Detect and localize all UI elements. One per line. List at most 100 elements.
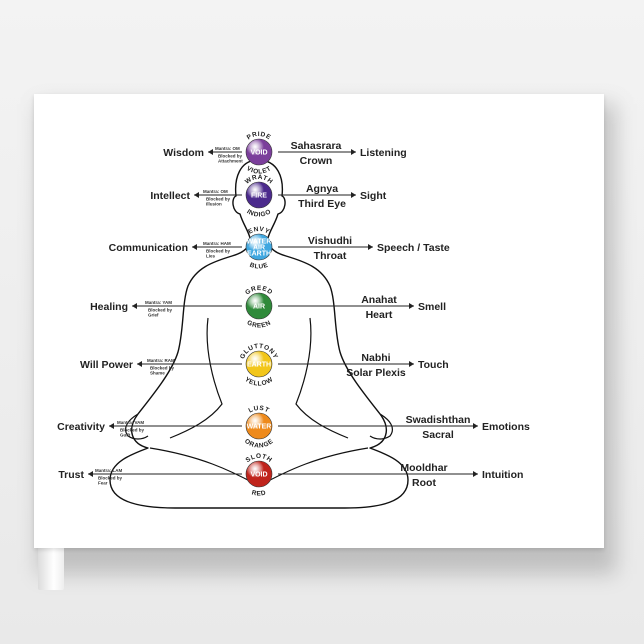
sense-label: Emotions: [482, 421, 530, 433]
blocker-text: Guilt: [120, 433, 131, 438]
sense-label: Intuition: [482, 469, 523, 481]
ring-label-top: GREED: [244, 285, 274, 297]
english-name: Sacral: [422, 429, 454, 441]
figure-left-arm-line: [169, 317, 223, 439]
quality-label: Healing: [90, 301, 128, 313]
mantra-text: Mantra: RAM: [147, 358, 175, 363]
sense-arrow-head: [351, 192, 356, 198]
quality-arrow-head: [137, 361, 142, 367]
blocked-by-text: Blocked by: [218, 154, 243, 159]
quality-label: Intellect: [150, 190, 190, 202]
sense-label: Speech / Taste: [377, 242, 450, 254]
chakra-element-label: AIR: [253, 245, 265, 252]
english-name: Throat: [314, 250, 347, 262]
chakra-element-label: EARTH: [247, 251, 271, 258]
sense-label: Sight: [360, 190, 387, 202]
chakra-element-label: AIR: [253, 304, 265, 311]
sanskrit-name: Sahasrara: [291, 140, 342, 152]
mantra-text: Mantra: OM: [215, 146, 240, 151]
sense-arrow-head: [473, 423, 478, 429]
quality-label: Wisdom: [163, 147, 204, 159]
sanskrit-name: Swadishthan: [406, 414, 471, 426]
chakra-circle: [245, 138, 273, 166]
chakra-circle: [245, 350, 273, 378]
quality-arrow-head: [109, 423, 114, 429]
ring-label-bottom: GREEN: [246, 319, 273, 329]
blocker-text: Lies: [206, 254, 216, 259]
sense-arrow-head: [409, 361, 414, 367]
figure-right-arm-line: [295, 317, 349, 439]
ring-label-bottom: RED: [251, 489, 267, 497]
ring-label-top: SLOTH: [245, 453, 274, 464]
sense-label: Smell: [418, 301, 446, 313]
sanskrit-name: Nabhi: [361, 352, 390, 364]
blocked-by-text: Blocked by: [120, 428, 145, 433]
chakra-circle: [245, 292, 273, 320]
sanskrit-name: Anahat: [361, 294, 397, 306]
sense-arrow-head: [473, 471, 478, 477]
sanskrit-name: Vishudhi: [308, 235, 352, 247]
quality-label: Creativity: [57, 421, 105, 433]
chakra-element-label: WATER: [247, 424, 272, 431]
chakra-element-label: FIRE: [251, 193, 267, 200]
mantra-text: Mantra: HAM: [203, 241, 231, 246]
chakra-element-label: EARTH: [247, 362, 271, 369]
quality-arrow-head: [192, 244, 197, 250]
english-name: Crown: [300, 155, 333, 167]
chakra-element-label: VOID: [250, 150, 267, 157]
quality-arrow-head: [132, 303, 137, 309]
chakra-circle: [245, 412, 273, 440]
blocked-by-text: Blocked by: [98, 476, 123, 481]
blocked-by-text: Blocked by: [206, 249, 231, 254]
english-name: Heart: [366, 309, 393, 321]
ring-label-top: LUST: [248, 405, 271, 415]
ring-label-bottom: BLUE: [249, 262, 270, 271]
chakra-circle: [245, 460, 273, 488]
book-cover: [34, 94, 604, 548]
quality-arrow-head: [88, 471, 93, 477]
blocked-by-text: Blocked by: [206, 197, 231, 202]
blocked-by-text: Blocked by: [150, 366, 175, 371]
quality-label: Trust: [58, 469, 84, 481]
blocker-text: Fear: [98, 481, 108, 486]
sense-arrow-head: [409, 303, 414, 309]
quality-arrow-head: [208, 149, 213, 155]
chakra-mooldhar: SLOTH RED VOID Trust Mantra: LAM Blocked byFe…: [58, 453, 523, 498]
ring-label-bottom: VIOLET: [245, 165, 273, 176]
figure-right-hand: [369, 413, 393, 440]
english-name: Root: [412, 477, 436, 489]
ring-label-bottom: INDIGO: [245, 208, 272, 218]
sanskrit-name: Agnya: [306, 183, 338, 195]
quality-label: Will Power: [80, 359, 133, 371]
chakra-element-label: WATER: [247, 239, 272, 246]
chakra-circle: [245, 181, 273, 209]
mantra-text: Mantra: LAM: [95, 468, 122, 473]
english-name: Third Eye: [298, 198, 346, 210]
chakra-circle: [245, 233, 273, 261]
sense-arrow-head: [368, 244, 373, 250]
ring-label-bottom: ORANGE: [243, 438, 275, 450]
mantra-text: Mantra: VAM: [117, 420, 144, 425]
blocker-text: Grief: [148, 313, 159, 318]
sanskrit-name: Mooldhar: [400, 462, 447, 474]
quality-label: Communication: [109, 242, 188, 254]
sense-arrow-head: [351, 149, 356, 155]
ring-label-top: WRATH: [244, 174, 274, 186]
blocker-text: Shame: [150, 371, 165, 376]
chakra-swadishthan: LUST ORANGE WATER Creativity Mantra: VAM Bloc…: [57, 405, 530, 450]
ring-label-bottom: YELLOW: [243, 376, 274, 388]
chakra-groups: PRIDE VIOLET VOID Wisdom Mantra: OM Blocked b…: [57, 131, 530, 498]
chakra-element-label: VOID: [250, 472, 267, 479]
mantra-text: Mantra: YAM: [145, 300, 172, 305]
blocker-text: Illusion: [206, 202, 222, 207]
quality-arrow-head: [194, 192, 199, 198]
sense-label: Touch: [418, 359, 449, 371]
english-name: Solar Plexis: [346, 367, 406, 379]
blocker-text: Attachment: [218, 159, 243, 164]
ring-label-top: PRIDE: [246, 131, 273, 142]
